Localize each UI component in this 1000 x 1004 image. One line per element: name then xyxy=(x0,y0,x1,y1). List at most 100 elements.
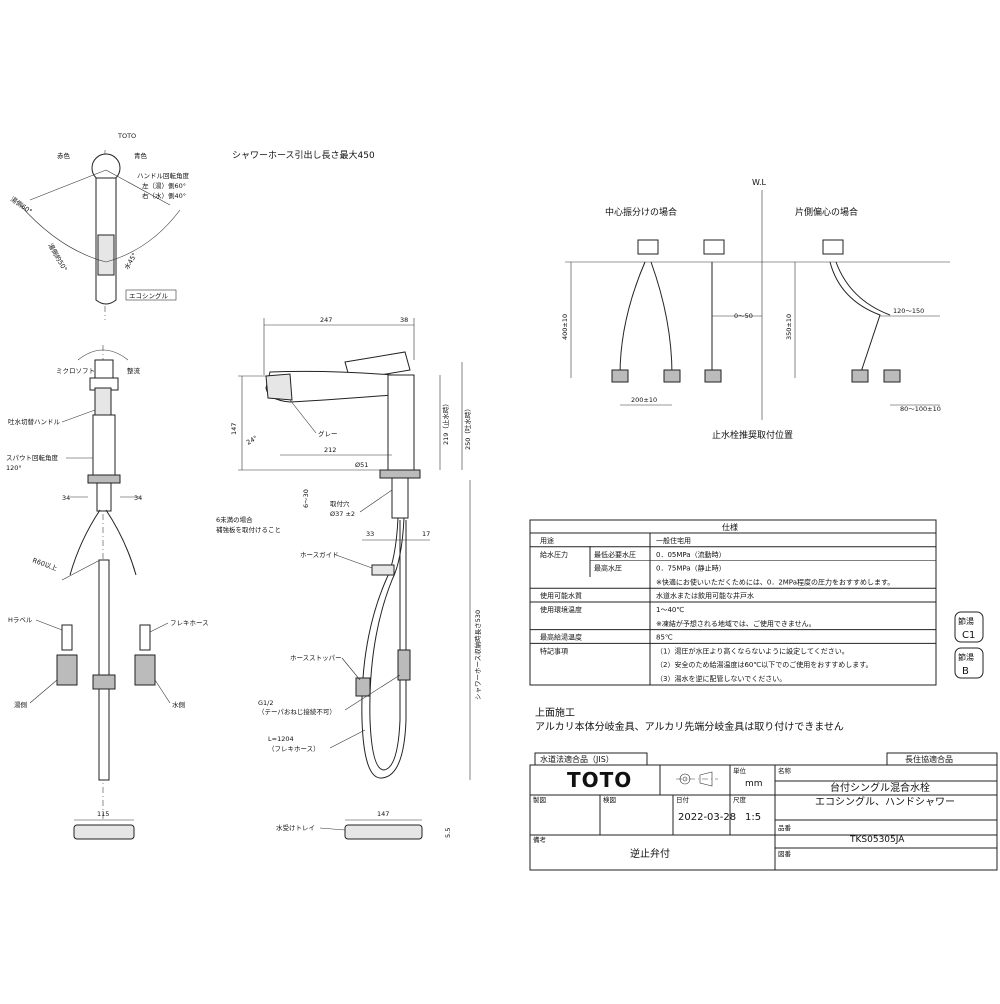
l1204-label: L=1204 xyxy=(268,735,294,743)
scale-label: 尺度 xyxy=(733,795,747,804)
l1204-note: （フレキホース） xyxy=(268,745,320,753)
spec-row-label: 給水圧力 xyxy=(540,550,568,559)
spec-row-label: 最高給湯温度 xyxy=(540,633,582,642)
dim-34-left: 34 xyxy=(62,494,70,502)
badge-top: 節湯 xyxy=(958,616,974,626)
center-faucet xyxy=(637,239,659,255)
blue-label: 青色 xyxy=(134,151,148,160)
hose-storage-label: シャワーホース収納時長さ530 xyxy=(473,610,482,700)
handle-angle-title: ハンドル回転角度 xyxy=(137,171,190,180)
badge-bottom: B xyxy=(962,666,969,677)
dim-219: 219（止水時） xyxy=(441,400,450,445)
spec-row-value: （3）湯水を逆に配管しないでください。 xyxy=(656,674,786,683)
dim-6-30: 6～30 xyxy=(302,489,310,508)
side-title: 片側偏心の場合 xyxy=(795,206,858,218)
scale-value: 1:5 xyxy=(745,812,761,823)
date-value: 2022-03-28 xyxy=(678,812,736,823)
wl-label: W.L xyxy=(752,178,767,187)
spec-row-sub: 最低必要水圧 xyxy=(594,550,636,559)
mount-hole-dim: Ø37 ±2 xyxy=(330,510,355,518)
handle-grip xyxy=(97,234,115,276)
dim-350: 350±10 xyxy=(785,314,793,340)
hose-pull-label: シャワーホース引出し長さ最大450 xyxy=(232,149,375,161)
dim-38: 38 xyxy=(400,316,408,324)
eco-label: エコシングル xyxy=(129,291,169,300)
unit-value: mm xyxy=(745,779,763,789)
dim-80-100: 80～100±10 xyxy=(900,405,941,413)
badge-top: 節湯 xyxy=(958,652,974,662)
brand-label: TOTO xyxy=(117,132,136,140)
name-label: 名称 xyxy=(778,766,792,775)
drawing-no-label: 図番 xyxy=(778,850,792,858)
valve-position: W.L 中心振分けの場合 片側偏心の場合 400±10 0～50 350±10 … xyxy=(561,178,950,441)
choju-label: 長住協適合品 xyxy=(905,754,953,764)
dim-200: 200±10 xyxy=(631,396,657,404)
spec-row-value: ※凍結が予想される地域では、ご使用できません。 xyxy=(656,619,816,628)
handle-angle-right: 右（水）側40° xyxy=(142,191,186,200)
drip-tray-side xyxy=(344,824,423,840)
hose-stopper xyxy=(355,677,371,697)
dim-33: 33 xyxy=(366,530,374,538)
spec-row-value: （1）湯圧が水圧より高くならないように設定してください。 xyxy=(656,646,849,655)
dim-147b: 147 xyxy=(377,810,389,818)
valve-caption: 止水栓推奨取付位置 xyxy=(712,429,793,441)
spec-row-label: 用途 xyxy=(540,536,554,545)
dim-17: 17 xyxy=(422,530,430,538)
note-line2: アルカリ本体分岐金具、アルカリ先端分岐金具は取り付けできません xyxy=(535,720,844,733)
spec-row-label: 特記事項 xyxy=(540,646,568,655)
notes: 上面施工 アルカリ本体分岐金具、アルカリ先端分岐金具は取り付けできません xyxy=(535,706,844,733)
note-line1: 上面施工 xyxy=(535,706,575,719)
spout-angle-value: 120° xyxy=(6,464,22,472)
dim-400: 400±10 xyxy=(561,314,569,340)
unit-label: 単位 xyxy=(733,766,747,775)
dim-247: 247 xyxy=(320,316,332,324)
cold-side-label: 水側 xyxy=(172,700,186,709)
micro-soft-label: ミクロソフト xyxy=(56,367,95,375)
handle-angle-left: 左（湯）側60° xyxy=(142,181,186,190)
adjust-label: 整流 xyxy=(127,366,141,375)
remarks-value: 逆止弁付 xyxy=(630,847,670,860)
spec-row-value: 85℃ xyxy=(656,634,673,642)
drawn-label: 製図 xyxy=(533,795,546,804)
jis-label: 水道法適合品（JIS） xyxy=(540,754,614,764)
dim-120-150: 120～150 xyxy=(893,307,924,315)
dim-55: 5.5 xyxy=(444,828,452,838)
spec-row-value: ※快適にお使いいただくためには、0．2MPa程度の圧力をおすすめします。 xyxy=(656,577,894,586)
dim-34-right: 34 xyxy=(134,494,142,502)
dim-115: 115 xyxy=(97,810,109,818)
front-spout-body xyxy=(92,414,116,476)
drip-tray-label: 水受けトレイ xyxy=(276,823,315,832)
spec-row-sub: 最高水圧 xyxy=(594,564,622,573)
toto-logo: TOTO xyxy=(567,768,632,792)
cold-arc-label: 水45° xyxy=(122,251,139,271)
name-1: 台付シングル混合水栓 xyxy=(830,781,930,794)
g12-label: G1/2 xyxy=(258,699,274,707)
switch-handle-label: 吐水切替ハンドル xyxy=(8,417,61,426)
drip-tray-front xyxy=(73,824,135,840)
eco-badge: 節湯 B xyxy=(954,647,984,679)
dim-24deg: 24° xyxy=(245,434,259,447)
spec-row-value: 1～40℃ xyxy=(656,606,684,614)
side-view: シャワーホース引出し長さ最大450 247 38 147 24° グレー 212… xyxy=(216,149,482,840)
spec-row-label: 使用環境温度 xyxy=(540,605,582,614)
hot-angle-label: 湯側60° xyxy=(9,194,34,215)
flexi-hose-label: フレキホース xyxy=(170,619,209,627)
mount-hole-label: 取付穴 xyxy=(330,499,350,508)
hot-arc-label: 湯側約50° xyxy=(46,242,69,273)
dim-250: 250（吐水時） xyxy=(463,405,472,450)
date-label: 日付 xyxy=(676,795,690,804)
h-label: Hラベル xyxy=(8,616,33,624)
grey-label: グレー xyxy=(318,429,338,438)
checked-label: 検図 xyxy=(603,795,616,804)
dim-212: 212 xyxy=(324,446,336,454)
r60-label: R60以上 xyxy=(31,555,59,572)
dim-51: Ø51 xyxy=(355,461,368,469)
dim-147: 147 xyxy=(230,423,238,435)
hose-guide-label: ホースガイド xyxy=(300,550,339,559)
spec-title: 仕様 xyxy=(722,522,738,532)
projection-symbol-icon xyxy=(676,771,718,787)
